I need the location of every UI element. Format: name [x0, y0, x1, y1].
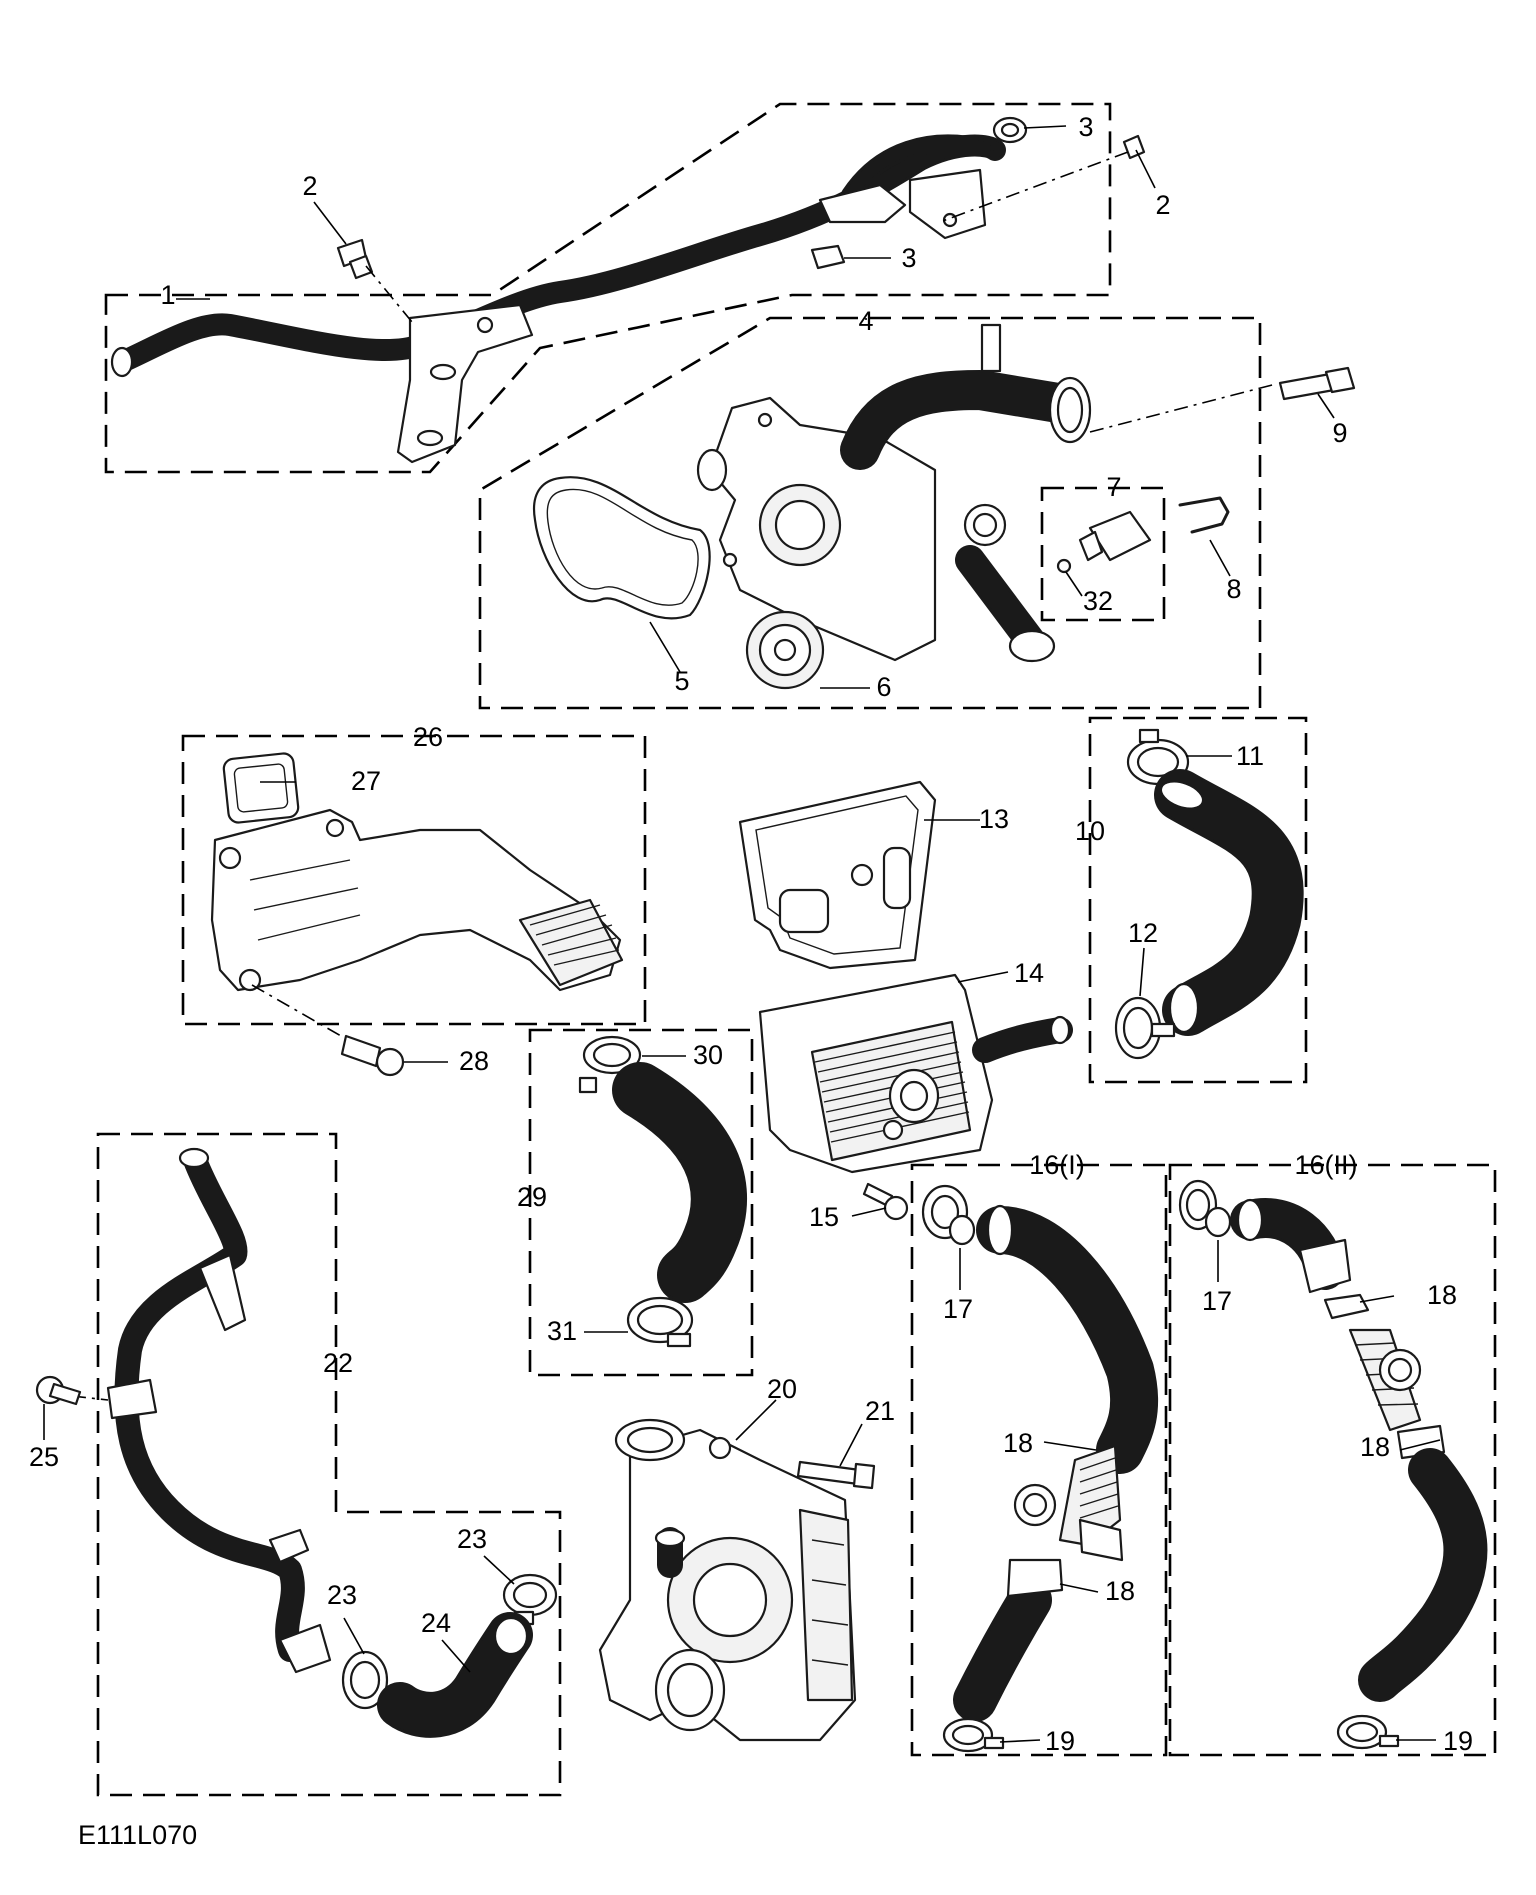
part-3-clip-top [992, 116, 1028, 144]
callout-2-left: 2 [302, 171, 317, 201]
callout-22: 22 [323, 1348, 353, 1378]
part-22-coolant-pipe [106, 1147, 332, 1674]
callout-11: 11 [1236, 741, 1264, 771]
part-3-clip-bottom [810, 244, 846, 270]
leader-lines [43, 125, 1441, 1743]
part-19-clamp-left [942, 1717, 1005, 1753]
callout-17-left: 17 [943, 1294, 973, 1324]
callout-23-lower: 23 [327, 1580, 357, 1610]
callout-4: 4 [858, 306, 873, 336]
part-26-outlet-housing [210, 808, 624, 992]
box-group-22 [96, 1132, 562, 1797]
part-10-hose [1154, 769, 1304, 1036]
alignment-line-bolt-28 [251, 984, 349, 1041]
callout-15: 15 [809, 1202, 839, 1232]
part-11-clamp [1126, 728, 1190, 786]
callout-19-left: 19 [1045, 1726, 1075, 1756]
callout-27: 27 [351, 766, 381, 796]
callout-24: 24 [421, 1608, 451, 1638]
part-2-bolt-right [1122, 134, 1146, 160]
callout-21: 21 [865, 1396, 895, 1426]
box-group-16-I [910, 1163, 1168, 1757]
alignment-line-bolt-2-left [365, 265, 413, 323]
box-group-4 [478, 316, 1262, 710]
callout-3-top: 3 [1078, 112, 1093, 142]
callout-2-right: 2 [1155, 190, 1170, 220]
part-17-clamp-left [921, 1184, 976, 1246]
callout-29: 29 [517, 1182, 547, 1212]
callout-3-bottom: 3 [901, 243, 916, 273]
callout-1: 1 [160, 280, 175, 310]
callout-12: 12 [1128, 918, 1158, 948]
part-9-bolt [1278, 366, 1356, 401]
part-8-retaining-clip [1178, 496, 1230, 534]
callout-9: 9 [1332, 418, 1347, 448]
callout-18-right-lower: 18 [1360, 1432, 1390, 1462]
part-20-water-pump [598, 1418, 857, 1742]
part-1-coolant-pipe [110, 134, 1006, 464]
part-32-o-ring [1056, 558, 1072, 574]
callout-18-left-upper: 18 [1003, 1428, 1033, 1458]
callout-18-left-lower: 18 [1105, 1576, 1135, 1606]
callout-5: 5 [674, 666, 689, 696]
group-boxes [96, 102, 1497, 1797]
box-group-10 [1088, 716, 1308, 1084]
box-group-29 [528, 1028, 754, 1377]
callout-labels: 1 2 2 3 3 4 5 6 7 8 9 10 11 12 13 14 15 … [29, 112, 1473, 1756]
callout-17-right: 17 [1202, 1286, 1232, 1316]
part-16-II-hose-assembly [1230, 1198, 1488, 1702]
part-16-I-hose-assembly [953, 1204, 1159, 1722]
callout-14: 14 [1014, 958, 1044, 988]
part-25-bolt [35, 1375, 82, 1406]
callout-20: 20 [767, 1374, 797, 1404]
box-group-7 [1040, 486, 1166, 622]
callout-32: 32 [1083, 586, 1113, 616]
callout-28: 28 [459, 1046, 489, 1076]
part-7-temperature-sensor [1078, 510, 1152, 562]
box-group-1 [104, 102, 1112, 474]
alignment-line-bolt-2-right [939, 151, 1129, 223]
alignment-line-bolt-9 [1089, 383, 1277, 433]
callout-16-II: 16(II) [1294, 1150, 1357, 1180]
part-24-hose [377, 1612, 533, 1738]
box-group-16-II [1168, 1163, 1497, 1757]
reference-code: E111L070 [78, 1820, 197, 1850]
part-2-bolt-left [336, 238, 374, 280]
callout-16-I: 16(I) [1029, 1150, 1085, 1180]
part-23-clamp-upper [502, 1573, 558, 1626]
callout-13: 13 [979, 804, 1009, 834]
part-6-thermostat [745, 610, 825, 690]
callout-8: 8 [1226, 574, 1241, 604]
callout-26: 26 [413, 722, 443, 752]
callout-31: 31 [547, 1316, 577, 1346]
callout-10: 10 [1075, 816, 1105, 846]
part-31-clamp [626, 1296, 694, 1348]
callout-19-right: 19 [1443, 1726, 1473, 1756]
callout-7: 7 [1106, 472, 1121, 502]
part-13-gasket [738, 780, 937, 970]
part-29-hose [612, 1062, 748, 1303]
part-23-clamp-lower [341, 1650, 389, 1710]
part-14-oil-cooler [758, 973, 1073, 1174]
box-group-26 [181, 734, 647, 1026]
part-28-bolt [340, 1034, 405, 1077]
callout-25: 25 [29, 1442, 59, 1472]
part-19-clamp-right [1336, 1714, 1400, 1750]
part-15-bolt [862, 1182, 909, 1221]
part-12-clamp [1114, 996, 1176, 1060]
part-4-thermostat-housing [696, 323, 1092, 663]
callout-23-upper: 23 [457, 1524, 487, 1554]
callout-6: 6 [876, 672, 891, 702]
part-27-gasket [222, 752, 300, 824]
part-21-bolt [796, 1460, 876, 1490]
part-30-clamp [578, 1035, 642, 1094]
callout-18-right-upper: 18 [1427, 1280, 1457, 1310]
callout-30: 30 [693, 1040, 723, 1070]
part-17-clamp-right [1178, 1179, 1232, 1238]
part-5-gasket [532, 476, 711, 620]
